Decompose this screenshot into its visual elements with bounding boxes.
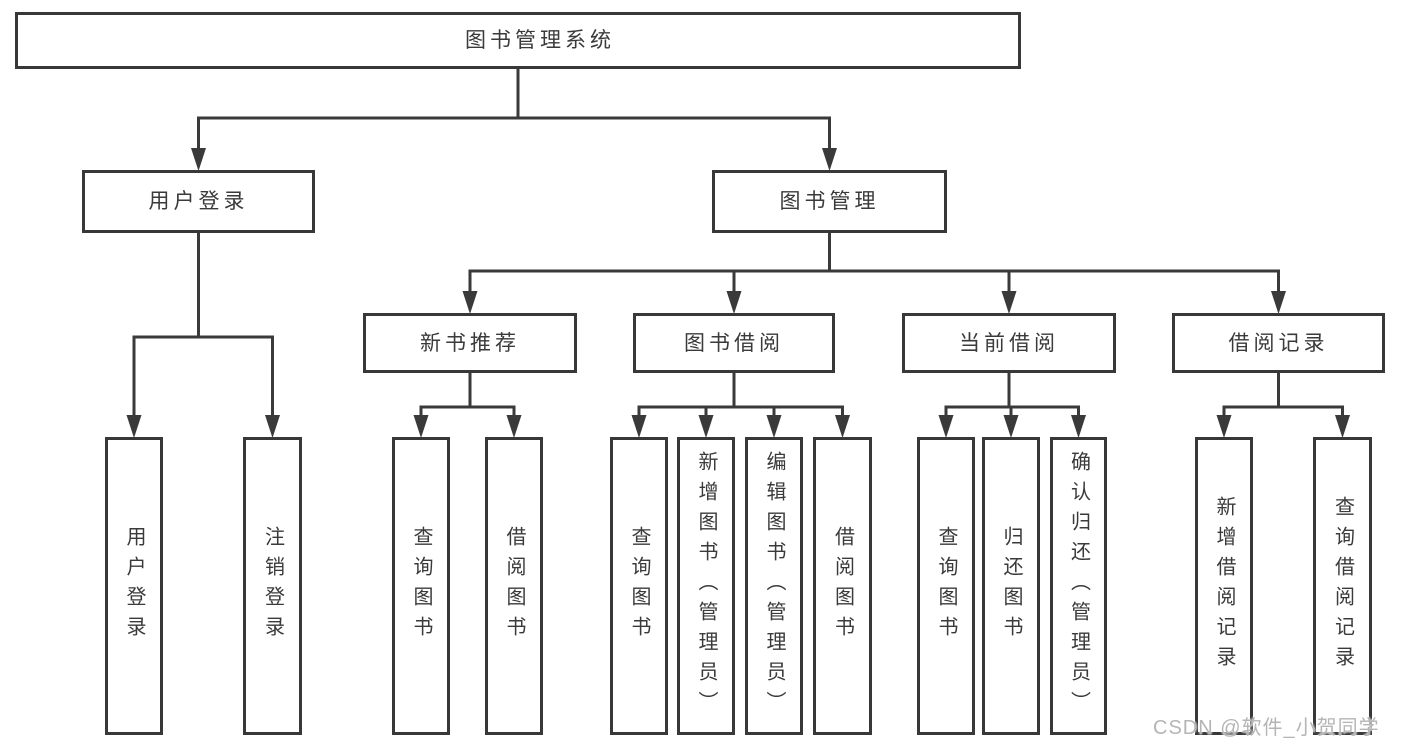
edge-book-mgmt	[468, 233, 1280, 296]
node-label: 新增图书（管理员）	[695, 451, 717, 721]
node-br-query: 查询借阅记录	[1313, 437, 1372, 735]
arrowhead-icon	[766, 415, 782, 438]
node-bb-edit: 编辑图书（管理员）	[745, 437, 803, 735]
node-bb-query: 查询图书	[610, 437, 668, 735]
arrowhead-icon	[1335, 415, 1350, 438]
node-label: 图书管理系统	[465, 29, 615, 52]
arrowhead-icon	[726, 291, 742, 314]
node-nbr-borrow: 借阅图书	[485, 437, 543, 735]
node-label: 借阅图书	[503, 526, 525, 646]
node-root: 图书管理系统	[15, 12, 1021, 69]
arrowhead-icon	[506, 415, 522, 438]
node-label: 用户登录	[123, 526, 145, 646]
node-user-login: 用户登录	[82, 170, 315, 233]
node-cb-return: 归还图书	[982, 437, 1040, 735]
arrowhead-icon	[1071, 415, 1086, 438]
arrowhead-icon	[835, 415, 850, 438]
arrowhead-icon	[126, 415, 142, 438]
node-label: 当前借阅	[959, 331, 1059, 355]
node-bb-borrow: 借阅图书	[813, 437, 872, 735]
arrowhead-icon	[191, 148, 206, 171]
edge-new-book-rec	[419, 373, 516, 420]
node-bb-add: 新增图书（管理员）	[677, 437, 735, 735]
node-label: 归还图书	[1000, 526, 1022, 646]
node-label: 图书管理	[779, 190, 880, 213]
node-label: 查询图书	[935, 526, 957, 646]
node-br-add: 新增借阅记录	[1195, 437, 1253, 735]
node-borrow-records: 借阅记录	[1172, 313, 1385, 373]
edge-root	[197, 69, 831, 153]
node-current-borrow: 当前借阅	[902, 313, 1116, 373]
node-label: 用户登录	[148, 190, 249, 213]
node-label: 借阅记录	[1228, 331, 1329, 355]
node-label: 查询图书	[628, 526, 650, 646]
arrowhead-icon	[1271, 291, 1286, 314]
edge-borrow-records	[1222, 373, 1344, 420]
node-label: 图书借阅	[684, 331, 784, 355]
edge-book-borrow	[637, 373, 844, 420]
arrowhead-icon	[462, 291, 478, 314]
arrowhead-icon	[698, 415, 714, 438]
node-cb-confirm: 确认归还（管理员）	[1050, 437, 1107, 735]
node-ul-logout: 注销登录	[243, 437, 302, 735]
node-label: 借阅图书	[831, 526, 854, 646]
node-nbr-query: 查询图书	[392, 437, 450, 735]
arrowhead-icon	[265, 415, 280, 438]
arrowhead-icon	[938, 415, 954, 438]
node-ul-login: 用户登录	[105, 437, 163, 735]
arrowhead-icon	[1003, 415, 1019, 438]
arrowhead-icon	[1216, 415, 1232, 438]
node-label: 确认归还（管理员）	[1067, 451, 1090, 721]
node-label: 编辑图书（管理员）	[763, 451, 785, 721]
arrowhead-icon	[822, 148, 837, 171]
node-label: 新书推荐	[420, 331, 520, 355]
arrowhead-icon	[1001, 291, 1017, 314]
arrowhead-icon	[413, 415, 429, 438]
arrowhead-icon	[631, 415, 647, 438]
edge-current-borrow	[944, 373, 1080, 420]
edge-user-login	[132, 233, 274, 420]
node-label: 新增借阅记录	[1213, 496, 1235, 676]
node-cb-query: 查询图书	[917, 437, 975, 735]
node-new-book-rec: 新书推荐	[363, 313, 577, 373]
node-label: 注销登录	[261, 526, 284, 646]
node-book-mgmt: 图书管理	[712, 170, 947, 233]
node-label: 查询图书	[410, 526, 432, 646]
node-label: 查询借阅记录	[1331, 496, 1354, 676]
node-book-borrow: 图书借阅	[633, 313, 835, 373]
